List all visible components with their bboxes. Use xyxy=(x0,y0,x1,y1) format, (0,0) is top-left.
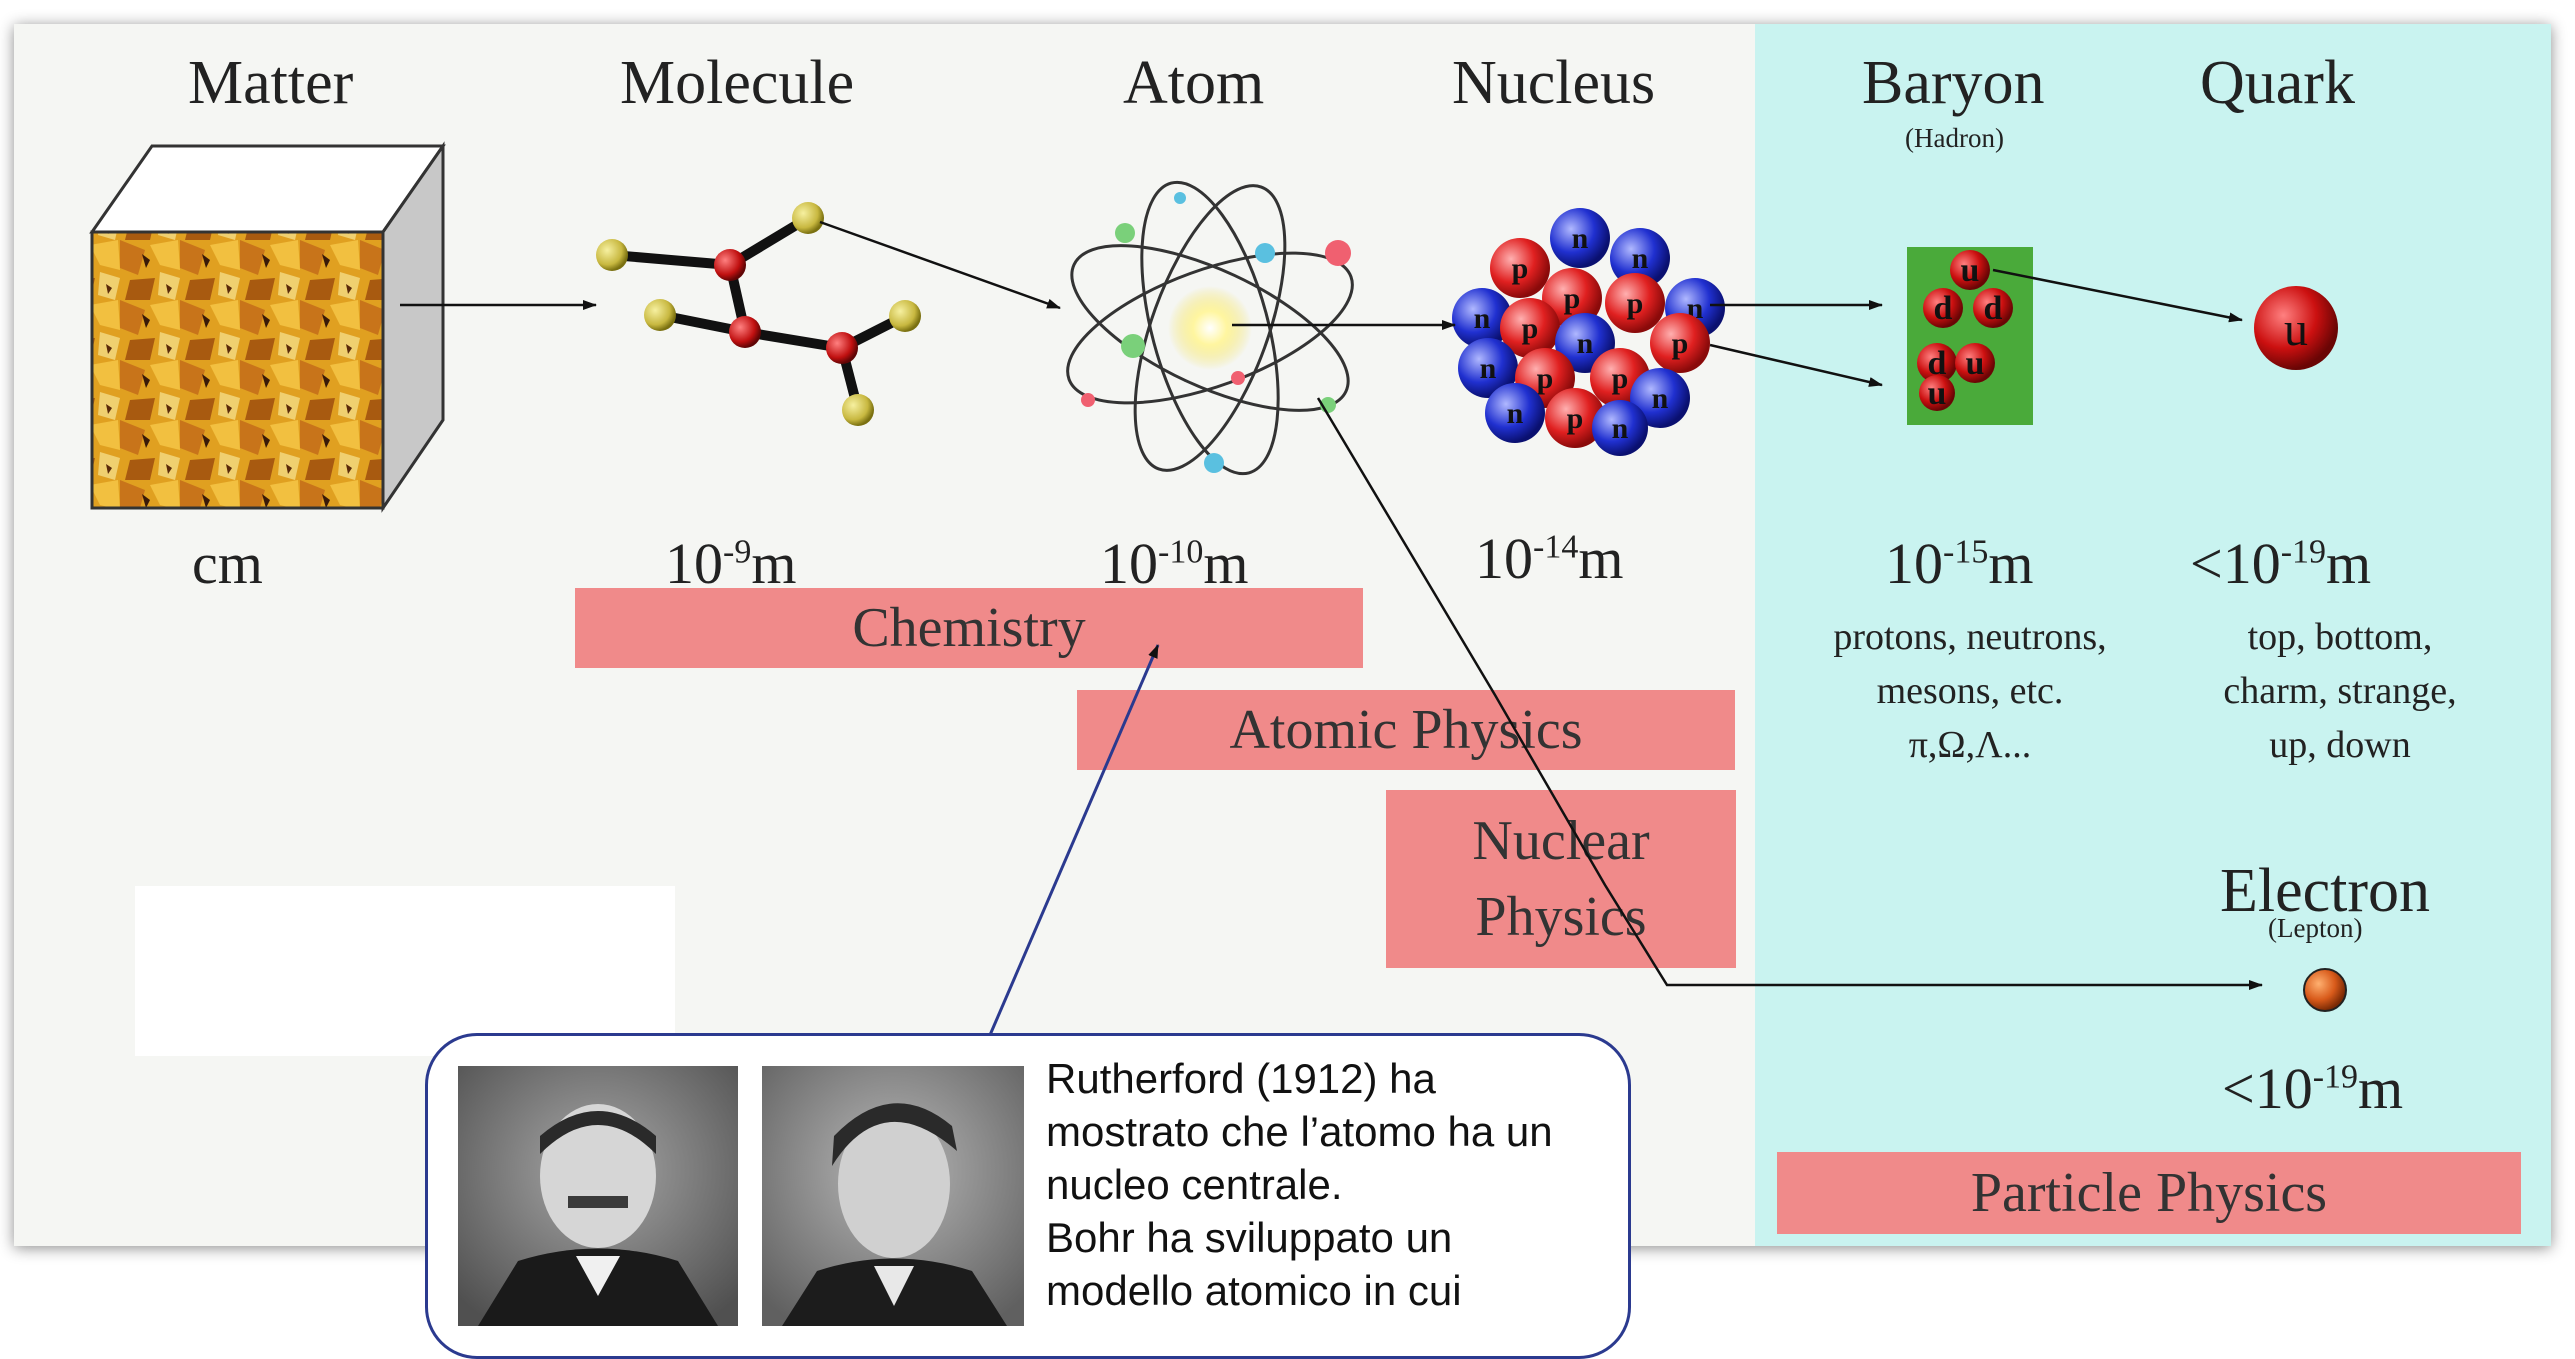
svg-text:p: p xyxy=(1627,287,1644,320)
svg-text:n: n xyxy=(1577,327,1594,360)
arrow-molecule-atom xyxy=(819,220,1061,310)
callout-line: Rutherford (1912) ha xyxy=(1046,1055,1436,1102)
scale-matter: cm xyxy=(192,531,263,596)
quark-down: d xyxy=(1923,288,1963,328)
scale-atom: 10-10m xyxy=(1100,531,1249,596)
band-atomic-physics: Atomic Physics xyxy=(1077,690,1735,770)
neutron: n xyxy=(1610,228,1670,288)
svg-text:u: u xyxy=(1961,252,1980,289)
quark-up: u xyxy=(1950,250,1990,290)
quark-desc-line: up, down xyxy=(2269,724,2411,766)
rutherford-portrait xyxy=(458,1066,738,1326)
quark-desc-line: charm, strange, xyxy=(2223,670,2457,712)
svg-text:n: n xyxy=(1612,412,1629,445)
quark-down: d xyxy=(1973,288,2013,328)
svg-text:p: p xyxy=(1512,252,1529,285)
svg-text:n: n xyxy=(1480,352,1497,385)
scale-molecule: 10-9m xyxy=(665,531,797,596)
callout-line: nucleo centrale. xyxy=(1046,1161,1343,1208)
molecule-icon xyxy=(596,202,921,426)
bohr-portrait-image xyxy=(762,1066,1024,1326)
svg-text:p: p xyxy=(1564,282,1581,315)
svg-text:n: n xyxy=(1652,382,1669,415)
svg-text:n: n xyxy=(1507,397,1524,430)
arrow-atom-electron xyxy=(1316,397,2263,990)
arrow-nucleus-baryon-2 xyxy=(1709,343,1883,387)
quark-desc-line: top, bottom, xyxy=(2247,616,2433,658)
svg-text:p: p xyxy=(1567,402,1584,435)
quark-down: d xyxy=(1917,343,1957,383)
band-nuclear-physics: Nuclear Physics xyxy=(1386,790,1736,968)
quark-icon: u xyxy=(2254,286,2338,370)
baryon-desc-line: protons, neutrons, xyxy=(1833,616,2107,658)
arrow-baryon-quark xyxy=(1992,268,2243,323)
header-electron: Electron xyxy=(2220,857,2431,925)
proton: p xyxy=(1650,313,1710,373)
header-quark: Quark xyxy=(2200,49,2355,117)
neutron: n xyxy=(1630,368,1690,428)
proton: p xyxy=(1500,298,1560,358)
proton: p xyxy=(1545,388,1605,448)
atom-icon xyxy=(1066,180,1354,476)
callout-line: mostrato che l’atomo ha un xyxy=(1046,1108,1553,1155)
blank-white-box xyxy=(135,886,675,1056)
bohr-portrait xyxy=(762,1066,1024,1326)
neutron: n xyxy=(1550,208,1610,268)
svg-text:d: d xyxy=(1934,290,1953,327)
diagram-stage: Matter Molecule Atom Nucleus Baryon (Had… xyxy=(14,24,2551,1359)
svg-text:p: p xyxy=(1537,362,1554,395)
proton: p xyxy=(1490,238,1550,298)
header-baryon-sub: (Hadron) xyxy=(1905,123,2004,153)
callout-line: modello atomico in cui xyxy=(1046,1267,1462,1314)
quark-description: top, bottom, charm, strange, up, down xyxy=(2180,610,2500,772)
baryon-icon: u d d d u u xyxy=(1907,247,2033,425)
neutron: n xyxy=(1485,383,1545,443)
header-atom: Atom xyxy=(1123,49,1265,117)
svg-text:u: u xyxy=(1928,375,1947,412)
scale-baryon: 10-15m xyxy=(1885,531,2034,596)
header-nucleus: Nucleus xyxy=(1452,49,1656,117)
svg-text:n: n xyxy=(1572,222,1589,255)
rutherford-portrait-image xyxy=(458,1066,738,1326)
electron-icon xyxy=(2303,968,2347,1012)
svg-text:p: p xyxy=(1672,327,1689,360)
svg-text:d: d xyxy=(1928,345,1947,382)
neutron: n xyxy=(1452,288,1512,348)
proton: p xyxy=(1542,268,1602,328)
scale-electron: <10-19m xyxy=(2222,1056,2404,1121)
quark-up: u xyxy=(1919,375,1955,412)
svg-text:p: p xyxy=(1522,312,1539,345)
baryon-desc-line: mesons, etc. xyxy=(1876,670,2064,712)
svg-text:n: n xyxy=(1632,242,1649,275)
diagram-graphics: n n p n n p p p p n n p p n n p n u d d … xyxy=(89,141,2347,1036)
arrows xyxy=(400,220,2263,990)
pointer-line xyxy=(988,644,1160,1036)
header-electron-sub: (Lepton) xyxy=(2268,913,2363,943)
neutron: n xyxy=(1592,400,1648,456)
baryon-description: protons, neutrons, mesons, etc. π,Ω,Λ... xyxy=(1785,610,2155,772)
header-matter: Matter xyxy=(188,49,354,117)
header-molecule: Molecule xyxy=(620,49,855,117)
callout-text: Rutherford (1912) ha mostrato che l’atom… xyxy=(1046,1052,1631,1317)
scale-nucleus: 10-14m xyxy=(1475,526,1624,591)
band-chemistry: Chemistry xyxy=(575,588,1363,668)
svg-text:u: u xyxy=(2284,303,2308,356)
band-particle-physics: Particle Physics xyxy=(1777,1152,2521,1234)
baryon-desc-line: π,Ω,Λ... xyxy=(1908,724,2032,766)
header-baryon: Baryon xyxy=(1862,49,2045,117)
band-nuclear-line: Nuclear xyxy=(1472,810,1650,872)
nucleus-icon: n n p n n p p p p n n p p n n p n xyxy=(1452,208,1725,456)
svg-text:u: u xyxy=(1966,345,1985,382)
particle-physics-panel xyxy=(1755,24,2551,1246)
callout-line: Bohr ha sviluppato un xyxy=(1046,1214,1453,1261)
svg-text:p: p xyxy=(1612,362,1629,395)
proton: p xyxy=(1605,273,1665,333)
matter-cube-icon xyxy=(89,141,446,513)
band-nuclear-line: Physics xyxy=(1475,886,1647,948)
svg-text:d: d xyxy=(1984,290,2003,327)
svg-text:n: n xyxy=(1474,302,1491,335)
neutron: n xyxy=(1458,338,1518,398)
quark-up: u xyxy=(1955,343,1995,383)
scale-quark: <10-19m xyxy=(2190,531,2372,596)
